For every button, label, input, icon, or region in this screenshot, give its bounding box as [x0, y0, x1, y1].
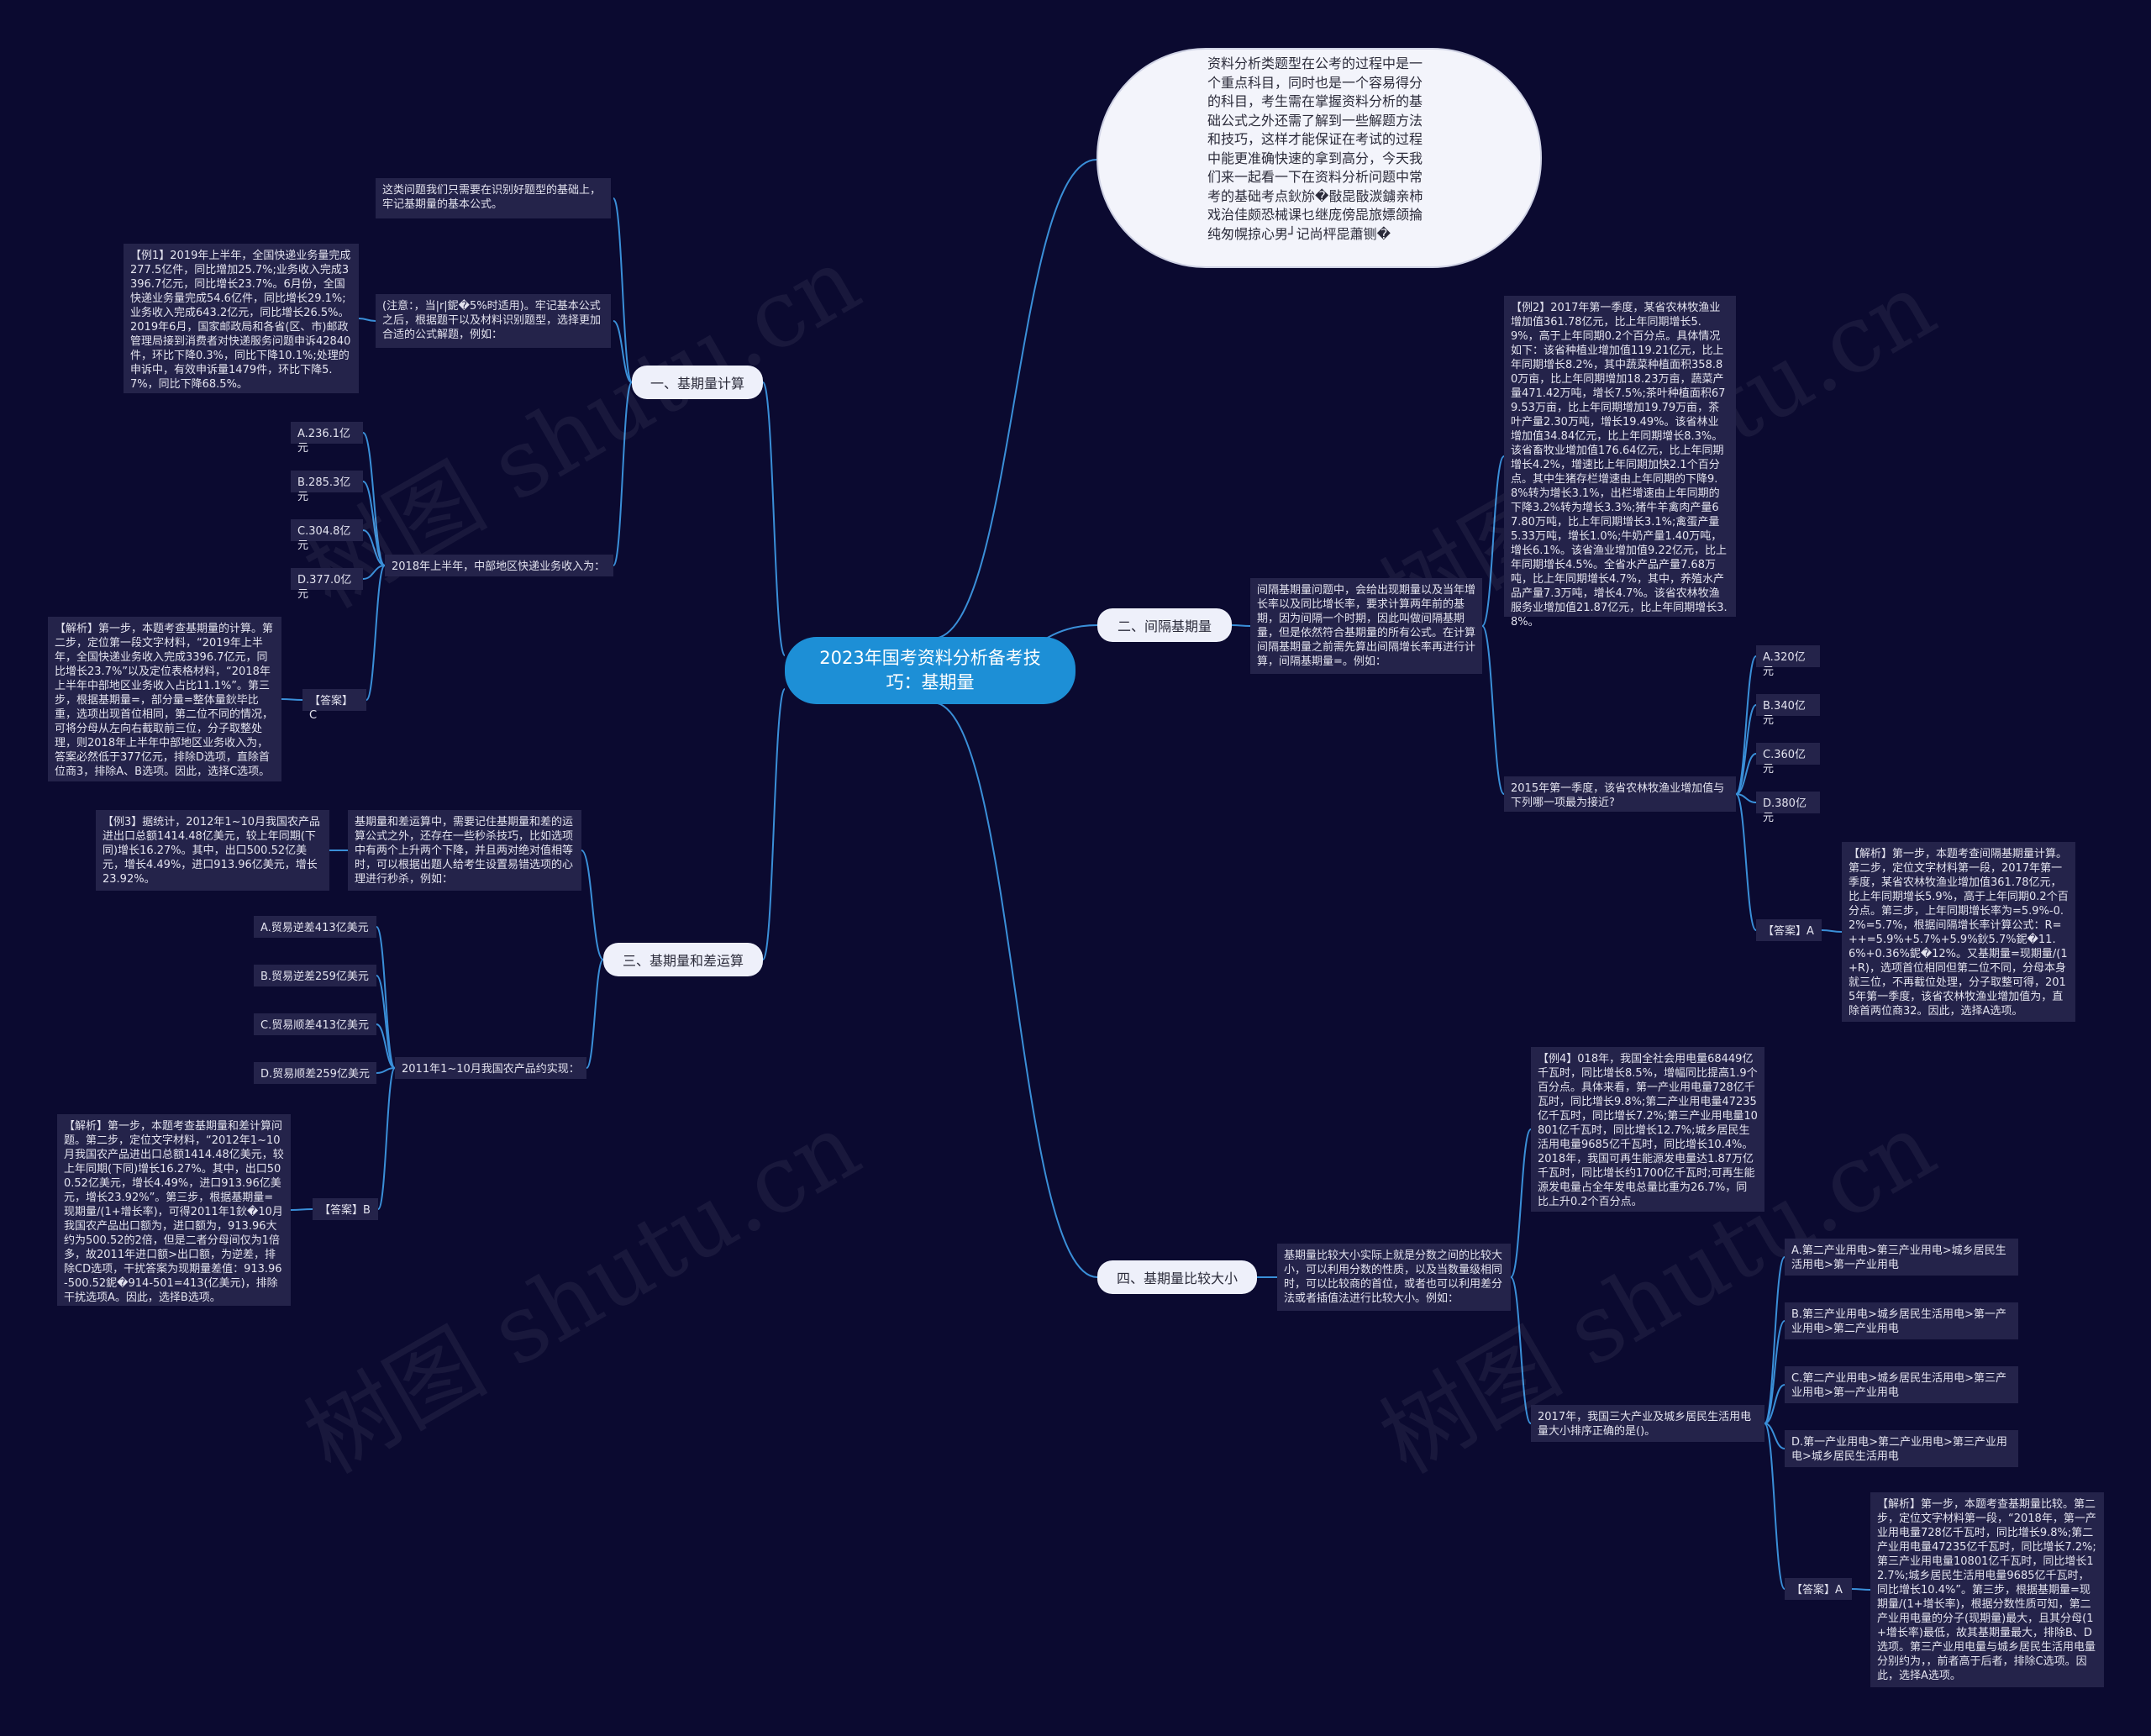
branch-3-option-d[interactable]: D.贸易顺差259亿美元	[254, 1062, 376, 1084]
branch-1-question: 2018年上半年，中部地区快递业务收入为：	[385, 555, 613, 576]
connector-line	[1735, 753, 1757, 795]
branch-1-option-c[interactable]: C.304.8亿元	[291, 519, 363, 552]
branch-2-answer: 【答案】A	[1756, 919, 1822, 941]
branch-4-topic[interactable]: 四、基期量比较大小	[1097, 1260, 1257, 1294]
branch-3-analysis: 【解析】第一步，本题考查基期量和差计算问题。第二步，定位文字材料，“2012年1…	[57, 1114, 291, 1306]
branch-1-example: 【例1】2019年上半年，全国快递业务量完成277.5亿件，同比增加25.7%;…	[124, 244, 359, 393]
connector-line	[932, 702, 1098, 1278]
branch-2-option-c[interactable]: C.360亿元	[1756, 743, 1820, 776]
root-topic[interactable]: 2023年国考资料分析备考技巧：基期量	[785, 637, 1076, 704]
branch-3-option-a[interactable]: A.贸易逆差413亿美元	[254, 916, 376, 938]
connector-line	[1481, 625, 1505, 795]
connector-line	[281, 698, 303, 701]
branch-4-option-d[interactable]: D.第一产业用电>第二产业用电>第三产业用电>城乡居民生活用电	[1785, 1430, 2018, 1467]
connector-line	[762, 381, 786, 656]
branch-2-analysis: 【解析】第一步，本题考查间隔基期量计算。第二步，定位文字材料第一段，2017年第…	[1842, 842, 2075, 1022]
connector-line	[1764, 1423, 1785, 1590]
branch-4-example: 【例4】018年，我国全社会用电量68449亿千瓦时，同比增长8.5%，增幅同比…	[1531, 1047, 1764, 1212]
branch-3-option-b[interactable]: B.贸易逆差259亿美元	[254, 965, 376, 986]
branch-3-intro: 基期量和差运算中，需要记住基期量和差的运算公式之外，还存在一些秒杀技巧，比如选项…	[348, 810, 581, 891]
connector-line	[581, 850, 604, 960]
connector-line	[1851, 1588, 1871, 1591]
connector-line	[586, 959, 604, 1069]
branch-2-option-d[interactable]: D.380亿元	[1756, 792, 1820, 824]
branch-4-question: 2017年，我国三大产业及城乡居民生活用电量大小排序正确的是()。	[1531, 1405, 1764, 1442]
branch-2-intro: 间隔基期量问题中，会给出现期量以及当年增长率以及同比增长率，要求计算两年前的基期…	[1250, 578, 1482, 674]
branch-2-option-a[interactable]: A.320亿元	[1756, 645, 1820, 678]
connector-line	[1735, 704, 1757, 795]
branch-3-answer: 【答案】B	[313, 1198, 378, 1220]
branch-1-analysis: 【解析】第一步，本题考查基期量的计算。第二步，定位第一段文字材料，“2019年上…	[48, 617, 281, 781]
connector-line	[290, 1208, 313, 1211]
connector-line	[1735, 655, 1757, 795]
connector-line	[932, 159, 1097, 639]
branch-3-question: 2011年1~10月我国农产品约实现：	[395, 1057, 586, 1079]
branch-1-intro: 这类问题我们只需要在识别好题型的基础上，牢记基期量的基本公式。	[376, 178, 611, 218]
branch-4-intro: 基期量比较大小实际上就是分数之间的比较大小，可以利用分数的性质，以及当数量级相同…	[1277, 1244, 1511, 1311]
connector-line	[762, 688, 786, 960]
connector-line	[1481, 455, 1505, 627]
connector-line	[1735, 793, 1757, 803]
connector-line	[1821, 929, 1843, 933]
connector-line	[1735, 793, 1757, 931]
connector-line	[376, 1067, 396, 1074]
connector-line	[376, 1023, 396, 1069]
branch-1-answer: 【答案】C	[302, 689, 366, 722]
connector-line	[377, 1067, 396, 1210]
connector-line	[362, 481, 386, 566]
connector-line	[1764, 1423, 1785, 1449]
connector-line	[1764, 1320, 1785, 1424]
branch-2-topic[interactable]: 二、间隔基期量	[1097, 608, 1232, 642]
branch-1-topic[interactable]: 一、基期量计算	[632, 366, 763, 399]
branch-2-option-b[interactable]: B.340亿元	[1756, 694, 1820, 727]
connector-line	[1764, 1256, 1785, 1424]
branch-3-topic[interactable]: 三、基期量和差运算	[603, 943, 763, 976]
branch-3-option-c[interactable]: C.贸易顺差413亿美元	[254, 1013, 376, 1035]
branch-4-option-a[interactable]: A.第二产业用电>第三产业用电>城乡居民生活用电>第一产业用电	[1785, 1239, 2018, 1276]
connector-line	[366, 565, 386, 701]
connector-line	[613, 381, 633, 566]
branch-3-example: 【例3】据统计，2012年1~10月我国农产品进出口总额1414.48亿美元，较…	[96, 810, 329, 891]
connector-line	[358, 318, 376, 322]
branch-1-note: (注意：，当|r|鈮�5%时适用)。牢记基本公式之后，根据题干以及材料识别题型，…	[376, 294, 611, 348]
branch-1-option-a[interactable]: A.236.1亿元	[291, 422, 363, 455]
branch-4-option-b[interactable]: B.第三产业用电>城乡居民生活用电>第一产业用电>第二产业用电	[1785, 1302, 2018, 1339]
branch-4-analysis: 【解析】第一步，本题考查基期量比较。第二步，定位文字材料第一段，“2018年，第…	[1870, 1492, 2104, 1687]
connector-line	[376, 975, 396, 1069]
branch-4-option-c[interactable]: C.第二产业用电>城乡居民生活用电>第三产业用电>第一产业用电	[1785, 1366, 2018, 1403]
connector-line	[1231, 624, 1251, 627]
connector-line	[362, 432, 386, 566]
connector-line	[613, 197, 633, 383]
connector-line	[362, 565, 386, 580]
branch-1-option-d[interactable]: D.377.0亿元	[291, 568, 363, 601]
branch-2-example: 【例2】2017年第一季度，某省农林牧渔业增加值361.78亿元，比上年同期增长…	[1504, 296, 1736, 629]
connector-line	[1510, 1128, 1532, 1278]
connector-line	[613, 320, 633, 383]
branch-4-answer: 【答案】A	[1785, 1578, 1852, 1600]
branch-2-question: 2015年第一季度，该省农林牧渔业增加值与下列哪一项最为接近?	[1504, 776, 1736, 812]
connector-line	[362, 529, 386, 566]
connector-line	[1510, 1276, 1532, 1424]
intro-bubble[interactable]: 资料分析类题型在公考的过程中是一个重点科目，同时也是一个容易得分的科目，考生需在…	[1097, 48, 1542, 268]
connector-line	[1764, 1384, 1785, 1424]
branch-1-option-b[interactable]: B.285.3亿元	[291, 471, 363, 503]
